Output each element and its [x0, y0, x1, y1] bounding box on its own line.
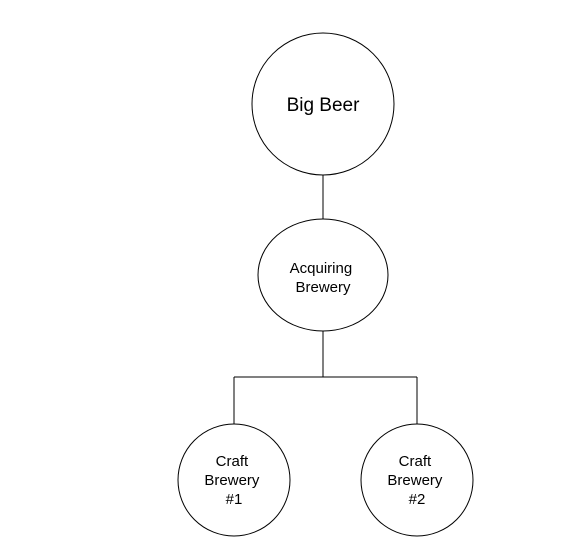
- node-acquiring-brewery-circle: [257, 218, 389, 332]
- node-craft-brewery-2-label-line-3: #2: [409, 491, 426, 508]
- node-big-beer: Big Beer: [251, 32, 395, 176]
- node-craft-brewery-2-circle: [360, 423, 474, 537]
- svg-text:Acquiring Brewery: Acquiring Brewery: [290, 260, 357, 296]
- node-craft-brewery-2-label-line-1: Craft: [399, 453, 432, 470]
- node-craft-brewery-1-label-line-3: #1: [226, 491, 243, 508]
- node-acquiring-brewery-label-line-1: Acquiring: [290, 260, 353, 277]
- svg-text:Big Beer: Big Beer: [287, 95, 361, 116]
- node-craft-brewery-1-label-line-1: Craft: [216, 453, 249, 470]
- node-craft-brewery-1-circle: [177, 423, 291, 537]
- node-acquiring-brewery: Acquiring Brewery: [257, 218, 389, 332]
- node-big-beer-label: Big Beer: [287, 95, 361, 116]
- svg-text:Craft Brewery #1: Craft Brewery #1: [204, 453, 263, 508]
- node-craft-brewery-1: Craft Brewery #1: [177, 423, 291, 537]
- node-big-beer-circle: [251, 32, 395, 176]
- node-acquiring-brewery-label-line-2: Brewery: [295, 279, 351, 296]
- node-craft-brewery-1-label-line-2: Brewery: [204, 472, 260, 489]
- node-craft-brewery-2: Craft Brewery #2: [360, 423, 474, 537]
- node-craft-brewery-2-label-line-2: Brewery: [387, 472, 443, 489]
- svg-text:Craft Brewery #2: Craft Brewery #2: [387, 453, 446, 508]
